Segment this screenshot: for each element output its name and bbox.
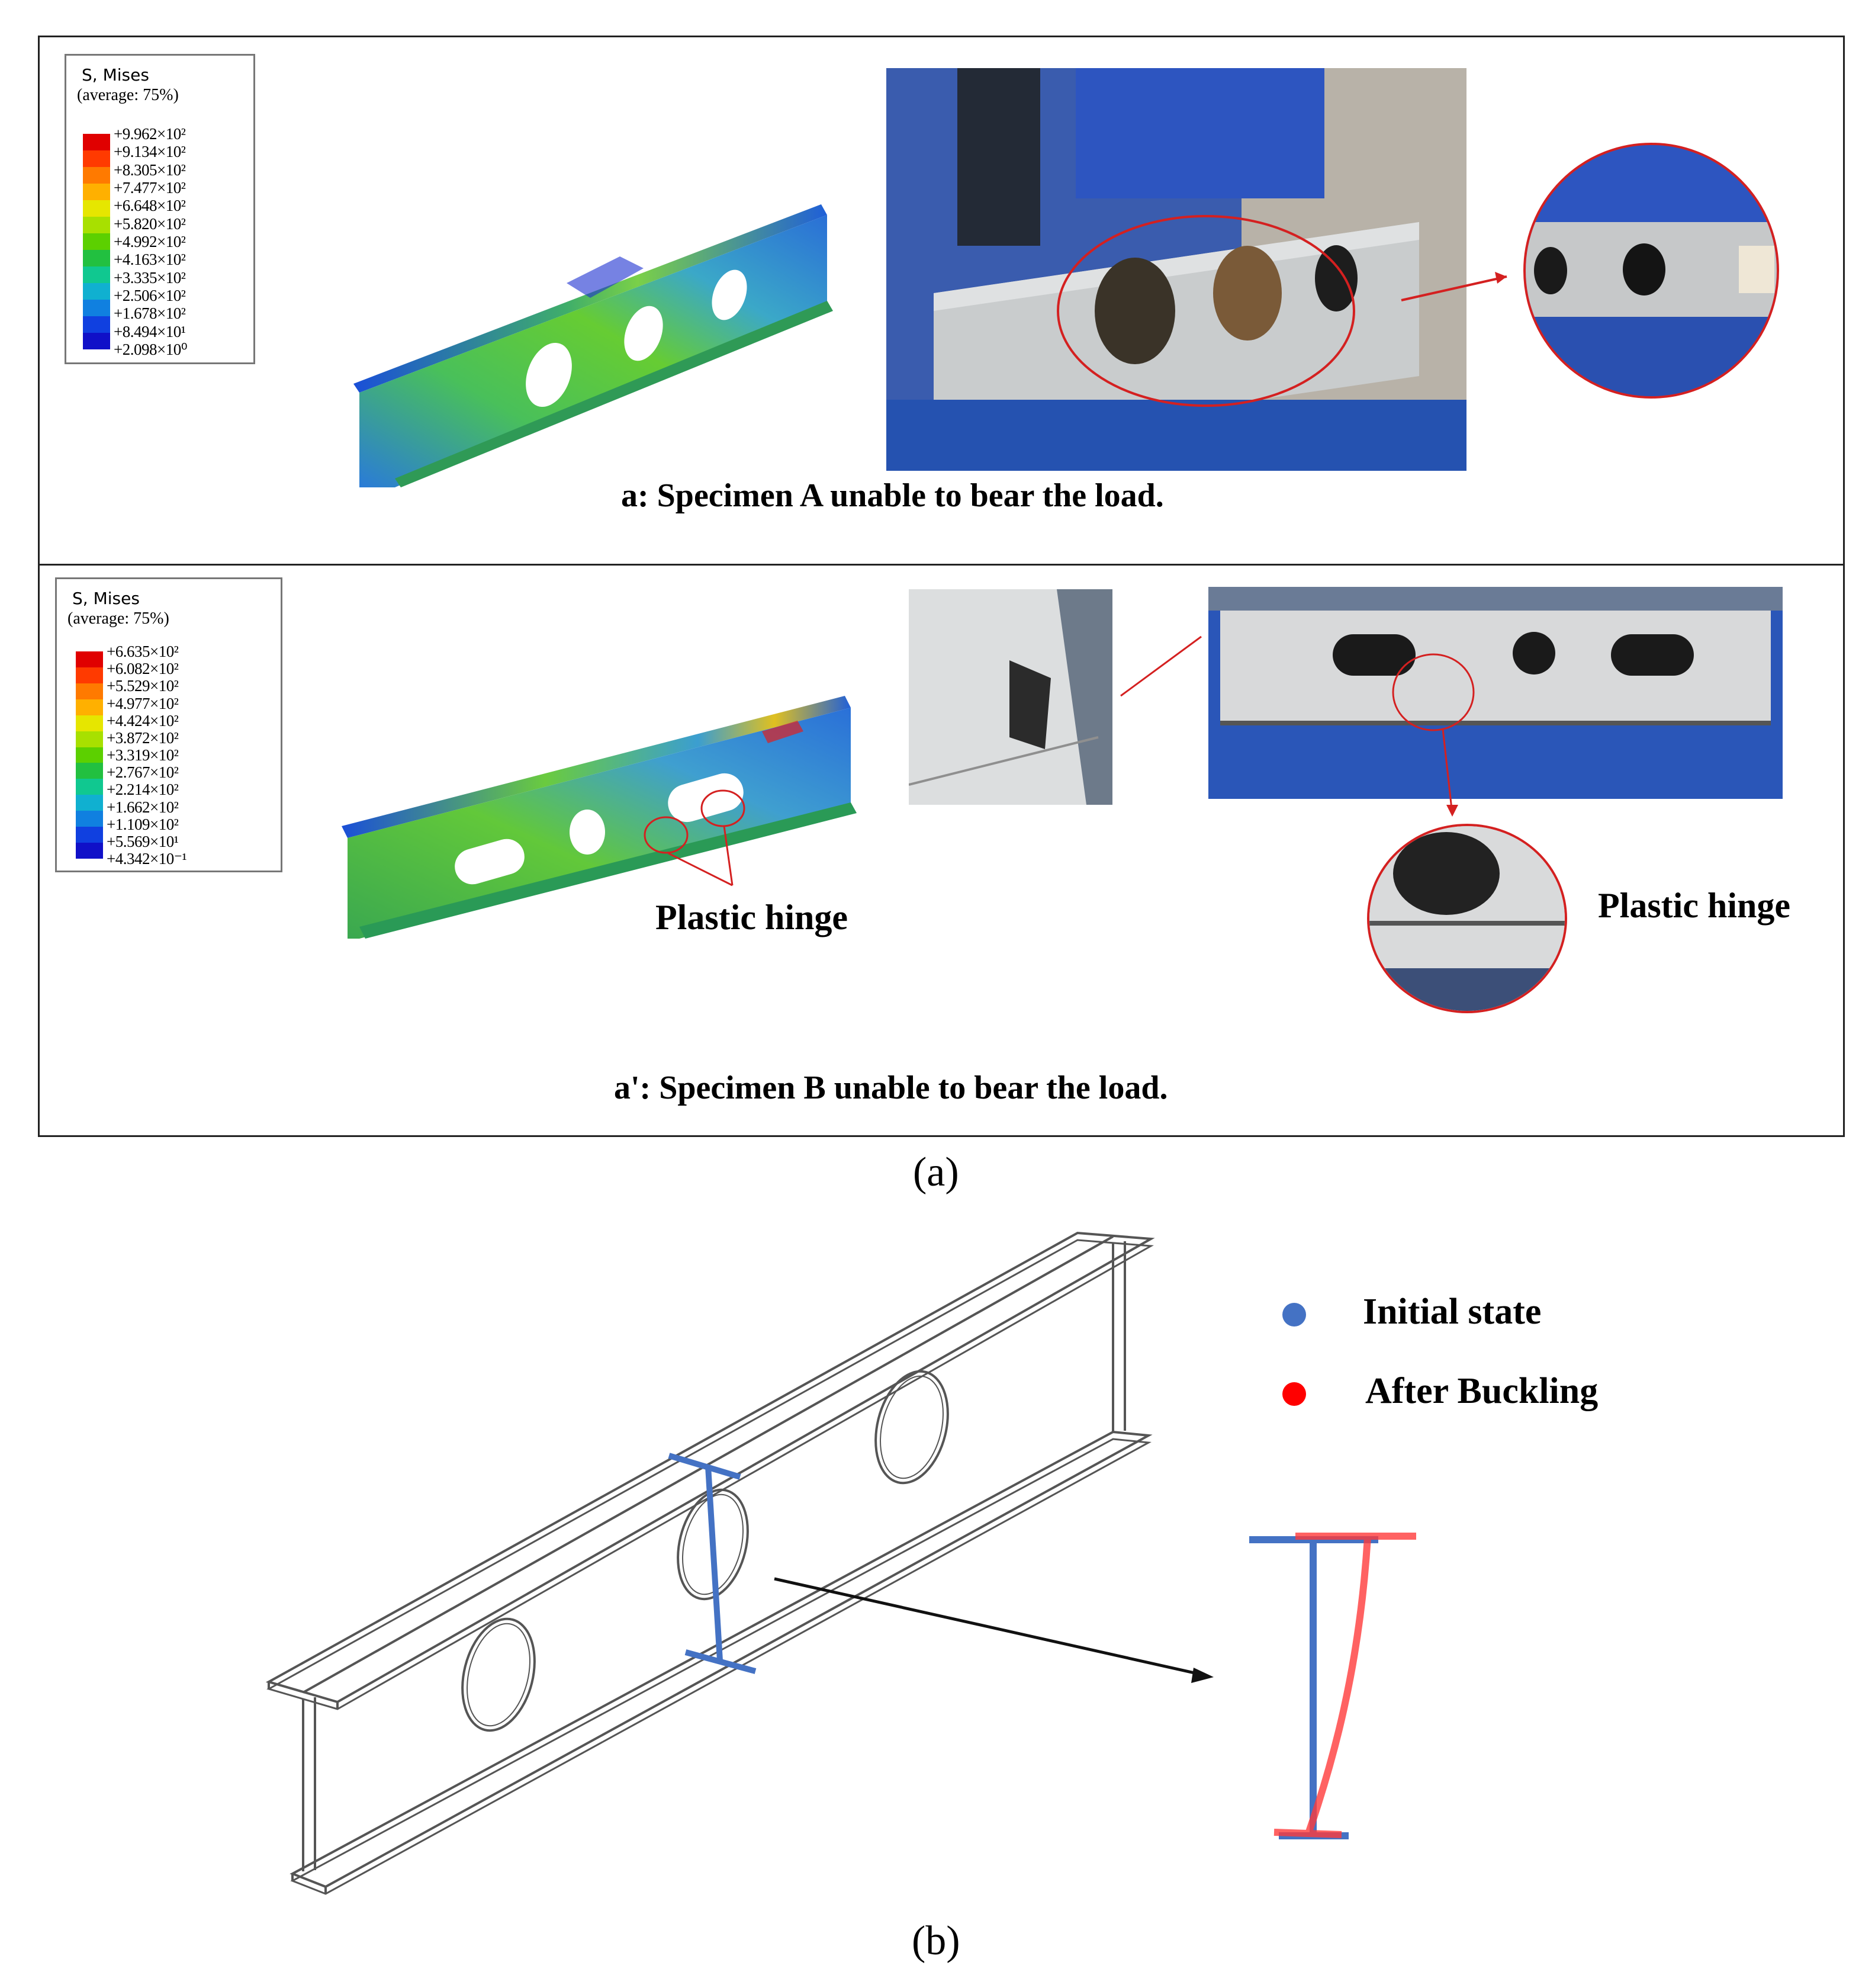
- cross-section-comparison: [1249, 1533, 1416, 1839]
- legend-color-swatch: [76, 699, 103, 715]
- legend-color-swatch: [76, 811, 103, 827]
- legend-color-swatch: [76, 747, 103, 763]
- legend-color-swatch: [83, 266, 110, 283]
- legend-color-swatch: [76, 763, 103, 779]
- legend-color-swatch: [83, 333, 110, 349]
- legend-color-swatch: [83, 134, 110, 150]
- zoom-arrow-b: [1442, 728, 1458, 817]
- stress-legend-a: S, Mises (average: 75%) +9.962×10²+9.134…: [65, 54, 255, 364]
- legend-subtitle: (average: 75%): [77, 86, 179, 104]
- legend-color-swatch: [83, 184, 110, 200]
- legend-value: +3.335×10²: [114, 268, 186, 287]
- after-buckling-dot: [1282, 1382, 1306, 1406]
- legend-value: +9.134×10²: [114, 143, 186, 161]
- fe-model-specimen-b: [342, 696, 857, 939]
- legend-value: +4.163×10²: [114, 250, 186, 269]
- legend-color-swatch: [76, 667, 103, 683]
- legend-value: +6.635×10²: [107, 643, 179, 660]
- legend-color-swatch: [83, 316, 110, 333]
- zoom-detail-a: [1523, 143, 1779, 399]
- test-photo-specimen-b: [1208, 587, 1783, 799]
- legend-value: +2.098×10⁰: [114, 341, 188, 358]
- legend-value: +4.992×10²: [114, 233, 186, 250]
- caption-specimen-b: a': Specimen B unable to bear the load.: [614, 1070, 1168, 1106]
- legend-initial-state: Initial state: [1363, 1292, 1542, 1332]
- zoom-arrow-a: [1401, 272, 1507, 301]
- legend-value: +4.424×10²: [107, 711, 179, 730]
- legend-value: +5.569×10¹: [107, 832, 179, 850]
- legend-color-swatch: [83, 233, 110, 250]
- legend-color-swatch: [83, 217, 110, 233]
- legend-color-swatch: [83, 250, 110, 266]
- test-photo-specimen-a: [886, 68, 1466, 471]
- caption-specimen-a: a: Specimen A unable to bear the load.: [621, 477, 1164, 514]
- legend-color-swatch: [83, 200, 110, 217]
- panel-specimen-b: S, Mises (average: 75%) +6.635×10²+6.082…: [38, 564, 1845, 1137]
- legend-value: +5.529×10²: [107, 677, 179, 695]
- legend-color-swatch: [83, 283, 110, 300]
- legend-color-swatch: [83, 150, 110, 167]
- legend-value: +1.109×10²: [107, 815, 179, 833]
- legend-color-swatch: [76, 827, 103, 843]
- initial-state-dot: [1282, 1303, 1306, 1327]
- legend-value: +7.477×10²: [114, 179, 186, 197]
- legend-color-bar: [76, 651, 103, 859]
- legend-color-swatch: [76, 779, 103, 795]
- stress-legend-b: S, Mises (average: 75%) +6.635×10²+6.082…: [55, 577, 282, 872]
- zoom-detail-plastic-hinge: [1367, 824, 1567, 1013]
- legend-value: +4.342×10⁻¹: [107, 850, 187, 868]
- legend-value: +2.506×10²: [114, 287, 186, 304]
- plastic-hinge-label-photo: Plastic hinge: [1598, 886, 1790, 925]
- legend-color-swatch: [76, 683, 103, 699]
- plastic-hinge-label-fe: Plastic hinge: [655, 898, 848, 937]
- legend-value: +3.872×10²: [107, 728, 179, 747]
- legend-value: +8.305×10²: [114, 160, 186, 179]
- legend-value: +3.319×10²: [107, 746, 179, 764]
- legend-color-swatch: [76, 795, 103, 811]
- figure-label-a: (a): [913, 1149, 959, 1195]
- legend-value: +1.678×10²: [114, 304, 186, 323]
- detail-photo-specimen-b: [909, 589, 1112, 805]
- legend-value: +1.662×10²: [107, 798, 179, 816]
- legend-value: +8.494×10¹: [114, 322, 186, 341]
- legend-value: +5.820×10²: [114, 214, 186, 233]
- panel-specimen-a: S, Mises (average: 75%) +9.962×10²+9.134…: [38, 36, 1845, 566]
- legend-color-swatch: [76, 843, 103, 859]
- legend-color-swatch: [83, 167, 110, 184]
- legend-color-swatch: [76, 731, 103, 747]
- legend-color-swatch: [76, 715, 103, 731]
- legend-color-bar: [83, 134, 110, 349]
- legend-value: +6.648×10²: [114, 197, 186, 215]
- legend-subtitle: (average: 75%): [67, 609, 169, 628]
- legend-color-swatch: [83, 300, 110, 316]
- legend-title: S, Mises: [82, 65, 149, 85]
- legend-value: +4.977×10²: [107, 694, 179, 712]
- wireframe-beam-diagram: [265, 1231, 1208, 1895]
- figure-label-b: (b): [912, 1918, 960, 1964]
- legend-color-swatch: [76, 651, 103, 667]
- legend-value: +9.962×10²: [114, 125, 186, 143]
- legend-after-buckling: After Buckling: [1365, 1371, 1599, 1411]
- legend-title: S, Mises: [72, 589, 140, 608]
- legend-value: +2.214×10²: [107, 781, 179, 799]
- legend-value: +6.082×10²: [107, 660, 179, 678]
- detail-link-line-b: [1120, 635, 1202, 697]
- fe-model-specimen-a: [353, 204, 833, 487]
- legend-value: +2.767×10²: [107, 763, 179, 782]
- hinge-markers-fe: [644, 789, 745, 887]
